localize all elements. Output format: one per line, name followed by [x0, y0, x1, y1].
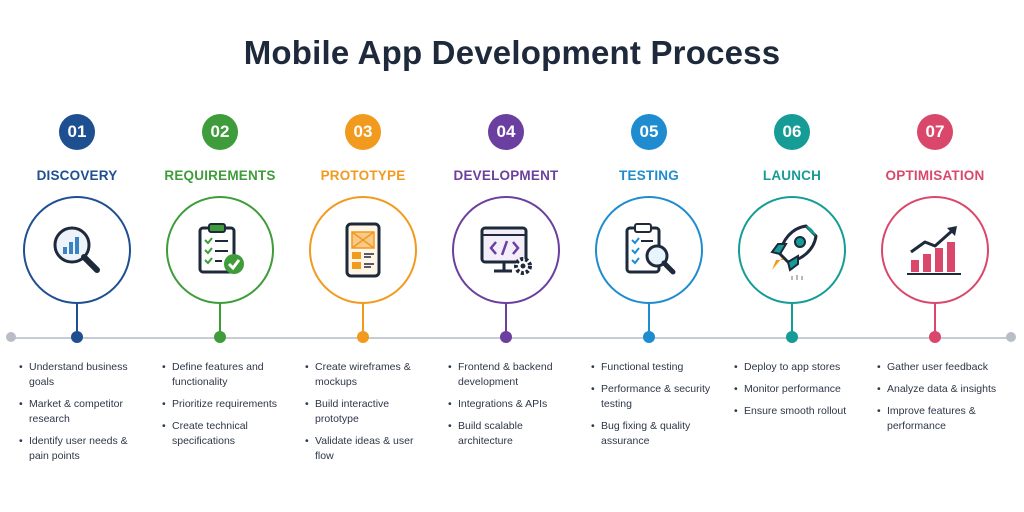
bullet-item: Monitor performance: [734, 382, 862, 397]
step-bullets: Functional testing Performance & securit…: [591, 360, 719, 456]
step-icon-circle: [595, 196, 703, 304]
bullet-item: Understand business goals: [19, 360, 147, 390]
step-number: 05: [631, 114, 667, 150]
timeline-dot: [214, 331, 226, 343]
step-number: 02: [202, 114, 238, 150]
growth-chart-icon: [907, 226, 961, 275]
step-icon-circle: [738, 196, 846, 304]
bullet-item: Improve features & performance: [877, 404, 1005, 434]
step-discovery: 01 DISCOVERY Understand business goals M…: [5, 0, 149, 512]
step-stem: [219, 302, 221, 332]
bullet-item: Prioritize requirements: [162, 397, 290, 412]
timeline-end-dot: [1006, 332, 1016, 342]
step-title: TESTING: [619, 168, 679, 183]
step-bullets: Deploy to app stores Monitor performance…: [734, 360, 862, 426]
step-bullets: Create wireframes & mockups Build intera…: [305, 360, 433, 471]
code-monitor-gear-icon: [480, 226, 532, 275]
step-bullets: Understand business goals Market & compe…: [19, 360, 147, 471]
bullet-item: Performance & security testing: [591, 382, 719, 412]
bullet-item: Build scalable architecture: [448, 419, 576, 449]
bullet-item: Define features and functionality: [162, 360, 290, 390]
step-number: 03: [345, 114, 381, 150]
step-stem: [791, 302, 793, 332]
bullet-item: Ensure smooth rollout: [734, 404, 862, 419]
timeline-start-dot: [6, 332, 16, 342]
step-title: REQUIREMENTS: [164, 168, 276, 183]
step-bullets: Gather user feedback Analyze data & insi…: [877, 360, 1005, 441]
step-title: PROTOTYPE: [320, 168, 406, 183]
bullet-item: Market & competitor research: [19, 397, 147, 427]
step-prototype: 03 PROTOTYPE Create wireframes & mockups…: [291, 0, 435, 512]
bullet-item: Identify user needs & pain points: [19, 434, 147, 464]
step-title: DEVELOPMENT: [453, 168, 559, 183]
step-icon-circle: [452, 196, 560, 304]
bullet-item: Build interactive prototype: [305, 397, 433, 427]
wireframe-phone-icon: [345, 222, 381, 278]
step-requirements: 02 REQUIREMENTS Define features and func…: [148, 0, 292, 512]
clipboard-check-icon: [198, 223, 244, 274]
step-number: 06: [774, 114, 810, 150]
bullet-item: Functional testing: [591, 360, 719, 375]
step-title: DISCOVERY: [36, 168, 118, 183]
step-icon-circle: [881, 196, 989, 304]
step-title: OPTIMISATION: [885, 168, 985, 183]
bullet-item: Bug fixing & quality assurance: [591, 419, 719, 449]
timeline-dot: [643, 331, 655, 343]
magnifier-chart-icon: [53, 226, 100, 273]
step-number: 04: [488, 114, 524, 150]
timeline-dot: [929, 331, 941, 343]
step-icon-circle: [166, 196, 274, 304]
bullet-item: Create wireframes & mockups: [305, 360, 433, 390]
step-stem: [505, 302, 507, 332]
bullet-item: Frontend & backend development: [448, 360, 576, 390]
step-stem: [76, 302, 78, 332]
step-development: 04 DEVELOPMENT Frontend & backend develo…: [434, 0, 578, 512]
timeline-dot: [357, 331, 369, 343]
bullet-item: Deploy to app stores: [734, 360, 862, 375]
bullet-item: Integrations & APIs: [448, 397, 576, 412]
step-number: 01: [59, 114, 95, 150]
step-testing: 05 TESTING Functional testing Performanc…: [577, 0, 721, 512]
step-bullets: Define features and functionality Priori…: [162, 360, 290, 456]
timeline-dot: [71, 331, 83, 343]
step-stem: [648, 302, 650, 332]
bullet-item: Gather user feedback: [877, 360, 1005, 375]
rocket-icon: [770, 224, 818, 280]
step-number: 07: [917, 114, 953, 150]
step-icon-circle: [309, 196, 417, 304]
bullet-item: Create technical specifications: [162, 419, 290, 449]
step-stem: [934, 302, 936, 332]
timeline-dot: [500, 331, 512, 343]
clipboard-magnifier-icon: [625, 223, 676, 275]
step-launch: 06 LAUNCH Deploy to app stores Monitor p…: [720, 0, 864, 512]
page-title: Mobile App Development Process: [243, 34, 781, 71]
step-icon-circle: [23, 196, 131, 304]
bullet-item: Analyze data & insights: [877, 382, 1005, 397]
step-bullets: Frontend & backend development Integrati…: [448, 360, 576, 456]
step-optimisation: 07 OPTIMISATION Gather user feedback Ana…: [863, 0, 1007, 512]
bullet-item: Validate ideas & user flow: [305, 434, 433, 464]
step-stem: [362, 302, 364, 332]
timeline-dot: [786, 331, 798, 343]
step-title: LAUNCH: [762, 168, 822, 183]
